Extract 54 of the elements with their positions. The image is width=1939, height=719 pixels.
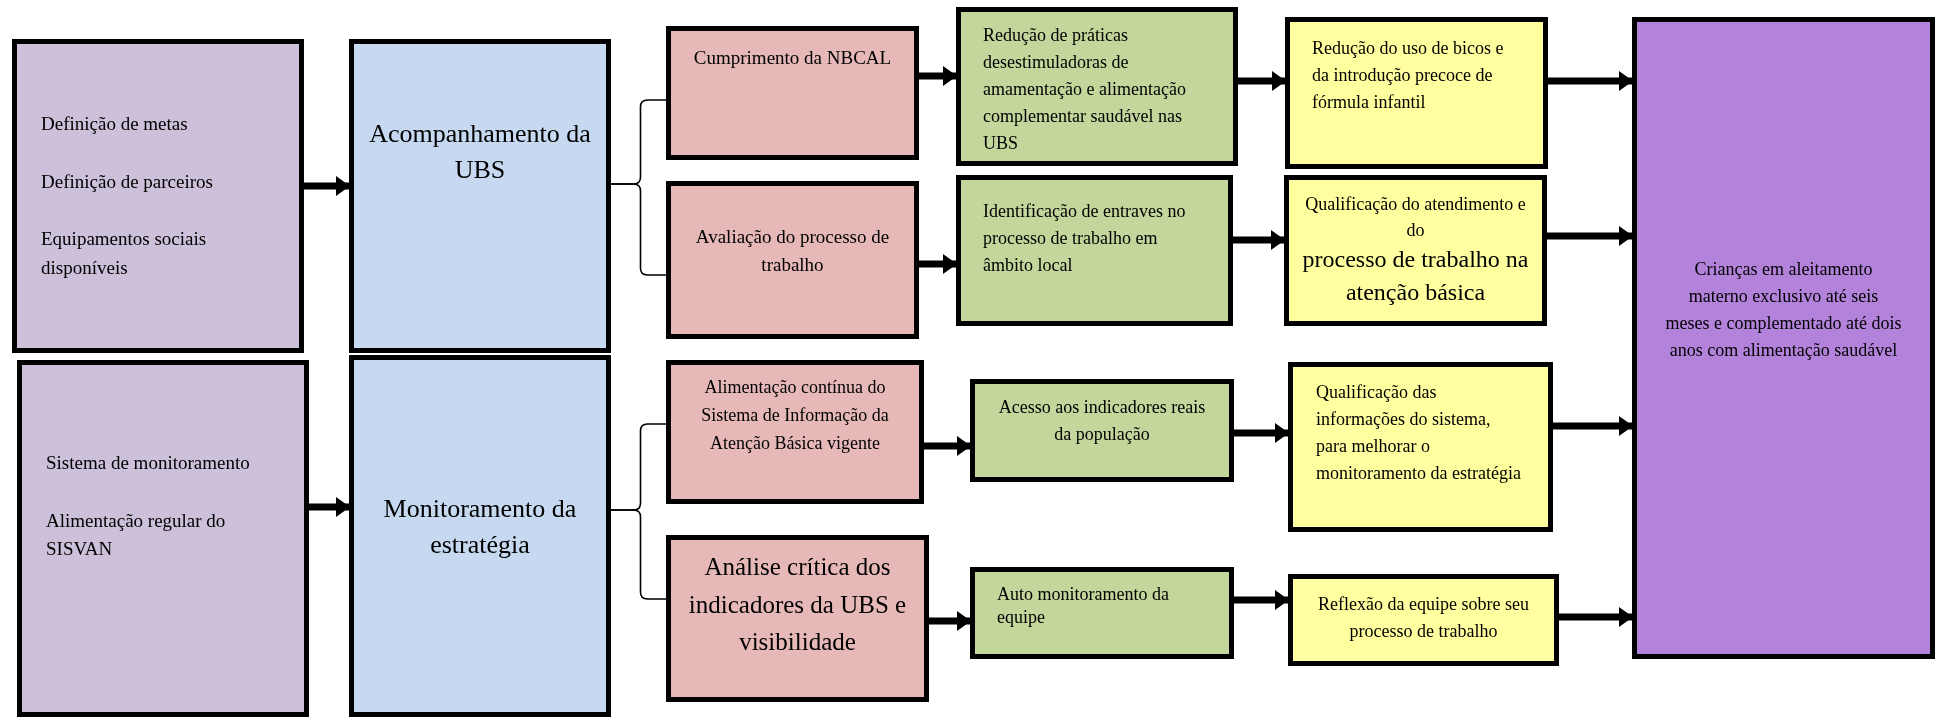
arrow bbox=[919, 254, 957, 274]
arrow bbox=[1548, 71, 1633, 91]
box-text: Avaliação do processo de trabalho bbox=[694, 225, 891, 277]
box-text: Monitoramento da estratégia bbox=[382, 493, 578, 562]
box-text: Definição de parceiros bbox=[41, 169, 214, 194]
process-box bbox=[970, 379, 1234, 482]
box-text: Acompanhamento da UBS bbox=[368, 118, 592, 187]
box-text: Crianças em aleitamento materno exclusivo até seis meses e complementado até dois anos com alimentação saudável bbox=[1665, 258, 1902, 362]
process-box bbox=[970, 567, 1234, 659]
box-text: processo de trabalho na atenção básica bbox=[1301, 245, 1530, 307]
process-box bbox=[1632, 17, 1935, 659]
process-box bbox=[666, 360, 924, 504]
box-text: Definição de metas bbox=[41, 112, 189, 136]
arrow bbox=[304, 176, 350, 196]
box-text: Alimentação contínua do Sistema de Informação da Atenção Básica vigente bbox=[700, 376, 890, 455]
box-text: Análise crítica dos indicadores da UBS e visibilidade bbox=[687, 552, 908, 657]
process-box bbox=[17, 360, 309, 717]
arrow bbox=[924, 436, 971, 456]
arrow bbox=[1233, 230, 1285, 250]
box-text: Cumprimento da NBCAL bbox=[692, 46, 893, 70]
arrow bbox=[1553, 416, 1633, 436]
box-text: Acesso aos indicadores reais da população bbox=[997, 396, 1207, 446]
box-text: Redução do uso de bicos e da introdução precoce de fórmula infantil bbox=[1312, 37, 1505, 114]
process-box bbox=[666, 26, 919, 160]
arrow bbox=[1547, 226, 1633, 246]
process-box bbox=[1288, 362, 1553, 532]
process-box bbox=[349, 39, 611, 353]
process-box bbox=[349, 355, 611, 717]
box-text: Identificação de entraves no processo de trabalho em âmbito local bbox=[983, 200, 1187, 277]
box-text: Auto monitoramento da equipe bbox=[997, 583, 1170, 630]
brace-connector bbox=[610, 183, 667, 276]
brace-connector bbox=[610, 509, 667, 600]
process-box bbox=[1285, 17, 1548, 169]
process-box bbox=[956, 175, 1233, 326]
arrow bbox=[309, 497, 350, 517]
process-box bbox=[666, 535, 929, 702]
process-box bbox=[956, 7, 1238, 166]
process-box bbox=[12, 39, 304, 353]
arrow bbox=[929, 611, 971, 631]
process-box bbox=[1288, 574, 1559, 666]
arrow bbox=[1234, 590, 1289, 610]
box-text: Qualificação das informações do sistema, para melhorar o monitoramento da estratégia bbox=[1316, 381, 1522, 485]
box-text: Reflexão da equipe sobre seu processo de trabalho bbox=[1317, 593, 1530, 643]
box-text: Equipamentos sociais disponíveis bbox=[41, 227, 208, 280]
box-text: Alimentação regular do SISVAN bbox=[46, 508, 227, 561]
box-text: Qualificação do atendimento e do bbox=[1304, 193, 1527, 243]
arrow bbox=[1559, 607, 1633, 627]
arrow bbox=[1234, 423, 1289, 443]
process-box bbox=[666, 181, 919, 339]
arrow bbox=[1238, 71, 1286, 91]
box-text: Redução de práticas desestimuladoras de amamentação e alimentação complementar saudável nas UBS bbox=[983, 24, 1187, 155]
process-box bbox=[1284, 175, 1547, 326]
arrow bbox=[919, 66, 957, 86]
box-text: Sistema de monitoramento bbox=[46, 451, 251, 475]
